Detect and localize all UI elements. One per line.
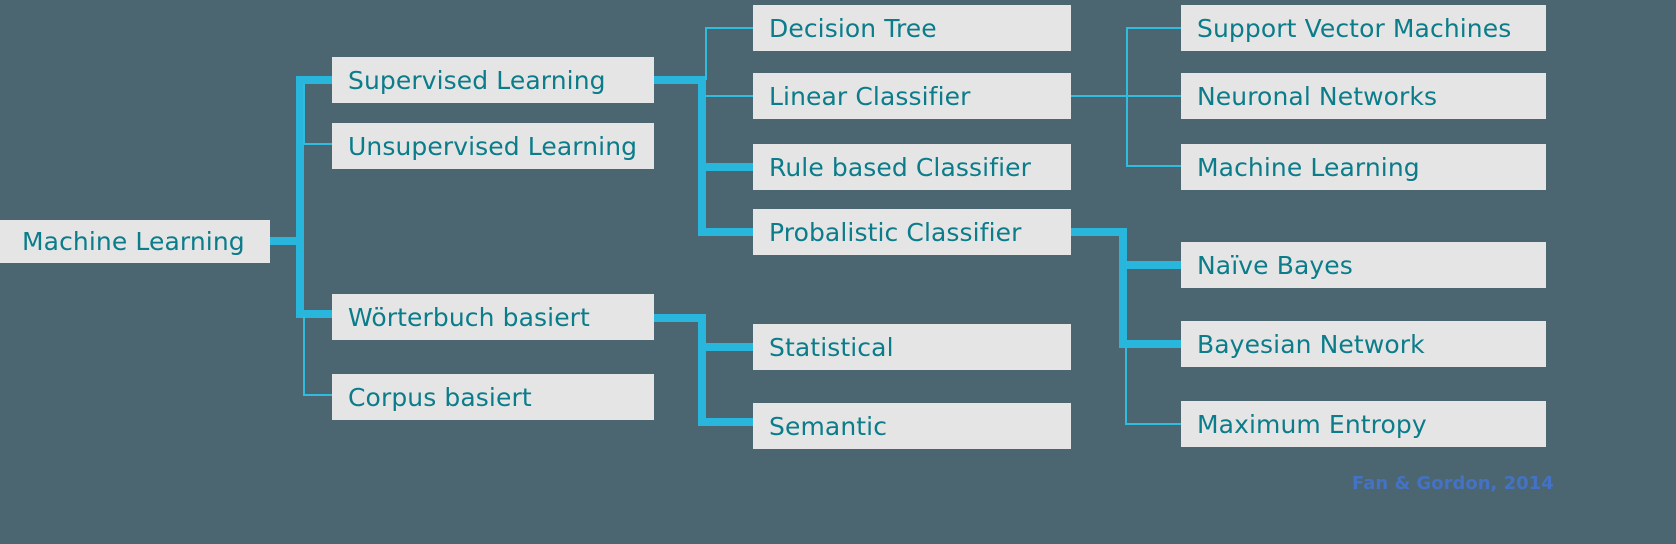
node-bayesian-network[interactable]: Bayesian Network <box>1181 321 1546 367</box>
node-label: Supervised Learning <box>348 65 606 95</box>
credit-attribution: Fan & Gordon, 2014 <box>1352 473 1554 494</box>
node-decision-tree[interactable]: Decision Tree <box>753 5 1071 51</box>
connector-supervised-stub <box>654 76 706 84</box>
node-label: Naïve Bayes <box>1197 250 1353 280</box>
connector-root-trunk <box>296 76 304 318</box>
connector-to-supervised-learning <box>296 76 336 84</box>
connector-to-statistical <box>698 343 755 351</box>
connector-to-decision-tree <box>705 27 755 29</box>
connector-to-linear-classifier <box>705 95 755 97</box>
node-statistical[interactable]: Statistical <box>753 324 1071 370</box>
connector-to-naive-bayes <box>1119 261 1185 269</box>
connector-probalistic-trunk <box>1119 228 1127 348</box>
connector-woerterbuch-trunk <box>698 314 706 426</box>
node-label: Bayesian Network <box>1197 329 1425 359</box>
node-naive-bayes[interactable]: Naïve Bayes <box>1181 242 1546 288</box>
connector-to-neuronal-networks <box>1126 95 1184 97</box>
connector-unsupervised-branch-v <box>303 84 305 144</box>
node-label: Probalistic Classifier <box>769 217 1022 247</box>
node-label: Machine Learning <box>22 227 245 256</box>
node-corpus-basiert[interactable]: Corpus basiert <box>332 374 654 420</box>
connector-to-support-vector-machines <box>1126 27 1184 29</box>
node-semantic[interactable]: Semantic <box>753 403 1071 449</box>
node-supervised-learning[interactable]: Supervised Learning <box>332 57 654 103</box>
connector-probalistic-stub <box>1071 228 1127 236</box>
node-label: Unsupervised Learning <box>348 131 638 161</box>
node-label: Neuronal Networks <box>1197 81 1438 111</box>
node-label: Semantic <box>769 411 888 441</box>
connector-to-corpus-basiert <box>303 394 336 396</box>
node-label: Corpus basiert <box>348 382 532 412</box>
connector-maximum-entropy-v <box>1125 348 1127 425</box>
node-label: Linear Classifier <box>769 81 971 111</box>
node-machine-learning-root[interactable]: Machine Learning <box>0 220 270 263</box>
connector-to-semantic <box>698 418 755 426</box>
node-machine-learning-leaf[interactable]: Machine Learning <box>1181 144 1546 190</box>
node-woerterbuch-basiert[interactable]: Wörterbuch basiert <box>332 294 654 340</box>
connector-to-maximum-entropy <box>1125 423 1185 425</box>
connector-linear-stub <box>1071 95 1127 97</box>
connector-to-woerterbuch-basiert <box>296 310 336 318</box>
node-label: Maximum Entropy <box>1197 409 1427 439</box>
connector-decision-tree-v <box>705 28 707 80</box>
node-label: Wörterbuch basiert <box>348 302 590 332</box>
node-label: Rule based Classifier <box>769 152 1031 182</box>
connector-supervised-trunk <box>698 76 706 236</box>
node-label: Machine Learning <box>1197 152 1420 182</box>
node-label: Decision Tree <box>769 13 937 43</box>
connector-to-bayesian-network <box>1119 340 1185 348</box>
connector-to-machine-learning-leaf <box>1126 165 1184 167</box>
connector-corpus-branch-v <box>303 316 305 396</box>
connector-root-stub <box>270 237 302 245</box>
node-label: Statistical <box>769 332 894 362</box>
connector-to-unsupervised-learning <box>303 143 336 145</box>
node-neuronal-networks[interactable]: Neuronal Networks <box>1181 73 1546 119</box>
connector-to-rule-based-classifier <box>698 163 755 171</box>
connector-to-probalistic-classifier <box>698 228 755 236</box>
connector-woerterbuch-stub <box>654 314 706 322</box>
node-support-vector-machines[interactable]: Support Vector Machines <box>1181 5 1546 51</box>
node-label: Support Vector Machines <box>1197 13 1512 43</box>
node-probalistic-classifier[interactable]: Probalistic Classifier <box>753 209 1071 255</box>
connector-linear-trunk <box>1126 27 1128 167</box>
node-maximum-entropy[interactable]: Maximum Entropy <box>1181 401 1546 447</box>
node-rule-based-classifier[interactable]: Rule based Classifier <box>753 144 1071 190</box>
node-unsupervised-learning[interactable]: Unsupervised Learning <box>332 123 654 169</box>
node-linear-classifier[interactable]: Linear Classifier <box>753 73 1071 119</box>
